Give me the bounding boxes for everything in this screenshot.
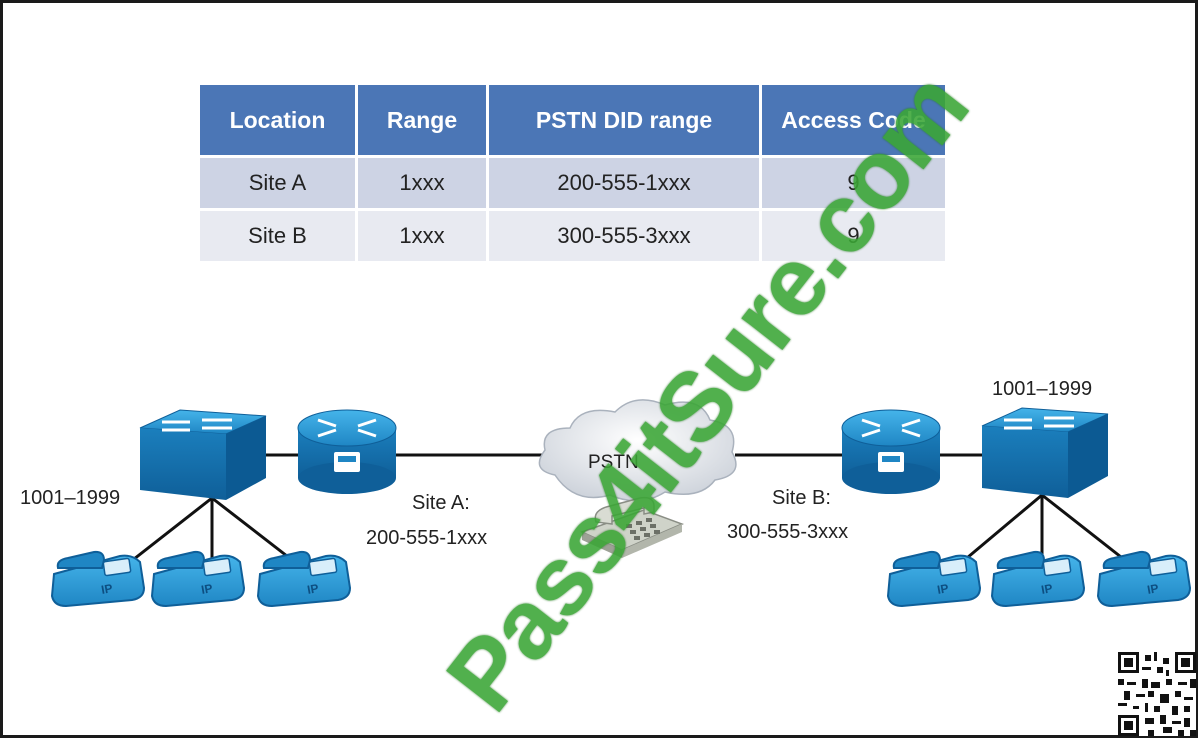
cell-range: 1xxx <box>356 208 489 261</box>
table-row: Site B 1xxx 300-555-3xxx 9 <box>200 208 945 261</box>
site-dial-plan-table: Location Range PSTN DID range Access Cod… <box>200 85 945 261</box>
header-location: Location <box>200 85 358 157</box>
switch-icon <box>139 409 267 500</box>
voice-router-icon <box>297 409 397 494</box>
right-extension-range: 1001–1999 <box>992 378 1093 400</box>
qr-code <box>1118 652 1196 736</box>
cell-location: Site A <box>200 155 358 210</box>
cell-range: 1xxx <box>356 155 489 210</box>
site-b-did: 300-555-3xxx <box>727 521 849 543</box>
table-row: Site A 1xxx 200-555-1xxx 9 <box>200 155 945 210</box>
header-range: Range <box>356 85 489 157</box>
cell-location: Site B <box>200 208 358 261</box>
ip-phone-icon <box>1097 550 1191 607</box>
cell-did-range: 200-555-1xxx <box>487 155 762 210</box>
switch-icon <box>981 407 1109 498</box>
left-extension-range: 1001–1999 <box>20 487 121 509</box>
ip-phone-icon <box>51 550 145 607</box>
pstn-cloud-icon <box>538 399 737 502</box>
cell-access-code: 9 <box>760 208 945 261</box>
ip-phone-icon <box>257 550 351 607</box>
ip-phone-icon <box>991 550 1085 607</box>
site-a-label: Site A: <box>412 492 470 514</box>
cell-access-code: 9 <box>760 155 945 210</box>
pstn-label: PSTN <box>588 452 639 473</box>
header-pstn-did-range: PSTN DID range <box>487 85 762 157</box>
ip-phone-icon <box>887 550 981 607</box>
site-a-did: 200-555-1xxx <box>366 527 488 549</box>
ip-phone-icon <box>151 550 245 607</box>
voice-router-icon <box>841 409 941 494</box>
site-b-label: Site B: <box>772 487 831 509</box>
cell-did-range: 300-555-3xxx <box>487 208 762 261</box>
table-header-row: Location Range PSTN DID range Access Cod… <box>200 85 945 157</box>
desk-phone-icon <box>579 496 685 558</box>
header-access-code: Access Code <box>760 85 945 157</box>
